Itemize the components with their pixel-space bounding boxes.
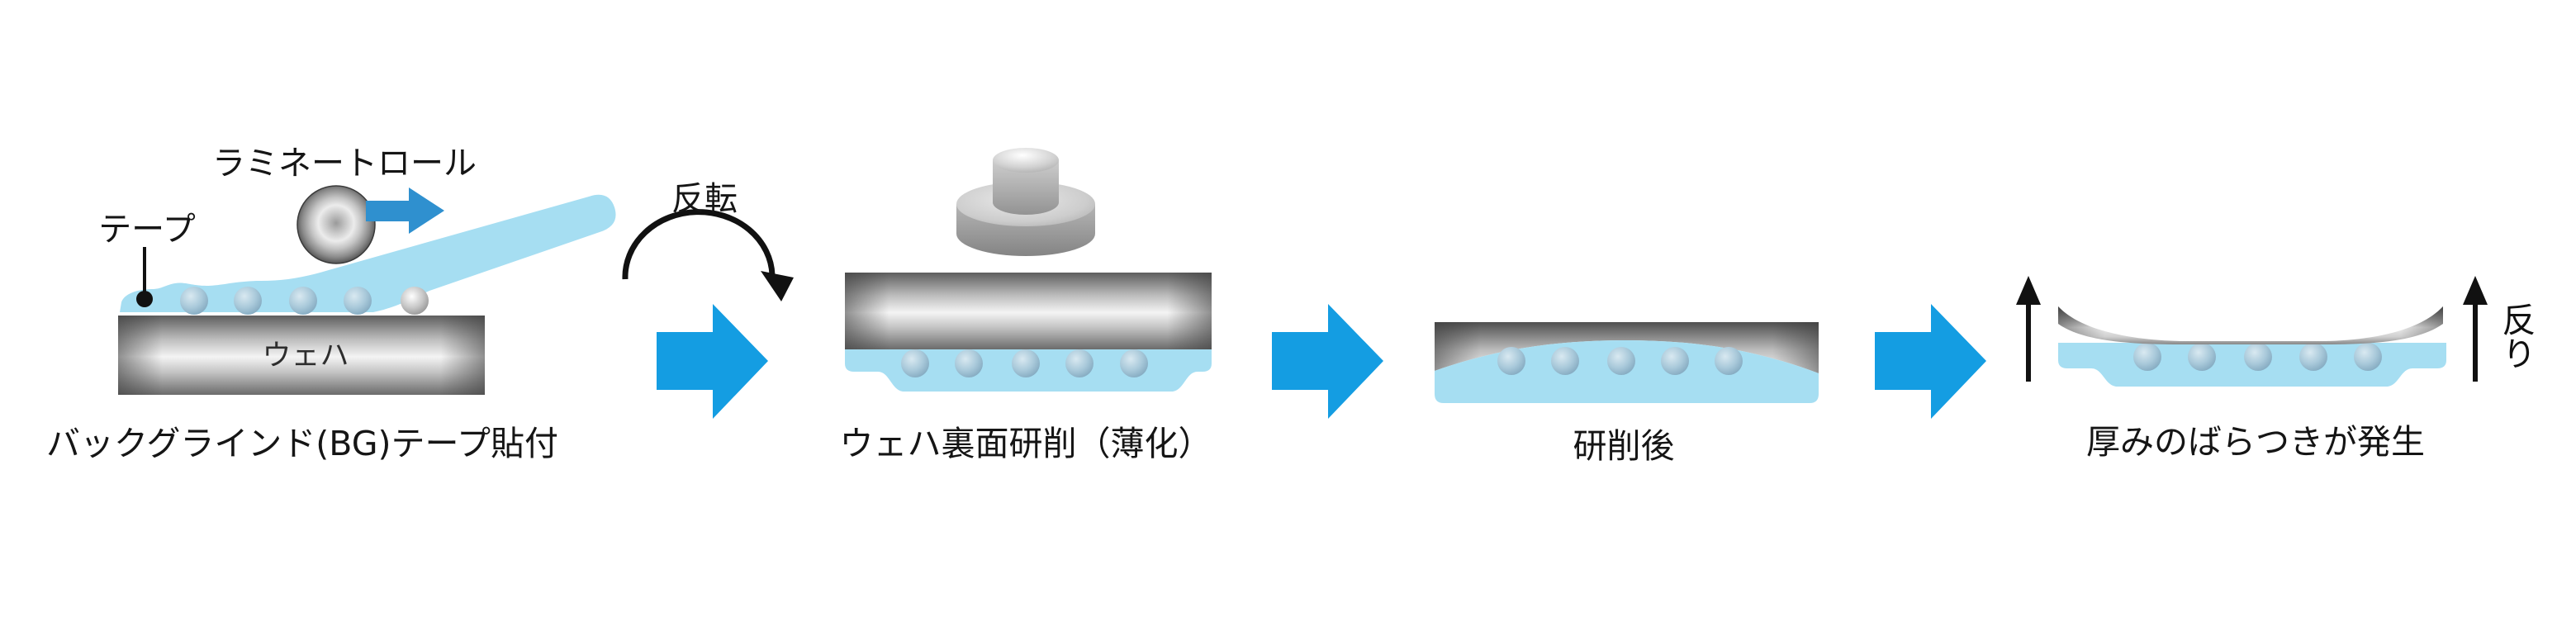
- process-arrow-icon: [1875, 304, 1986, 419]
- wafer-label: ウェハ: [262, 339, 349, 373]
- bump: [1551, 347, 1579, 375]
- bump: [1497, 347, 1525, 375]
- warp-arrow-left-head-icon: [2016, 276, 2041, 305]
- wafer-block: [118, 316, 485, 395]
- step-4-caption: 厚みのばらつきが発生: [2086, 422, 2425, 462]
- roller-direction-arrow-icon: [366, 187, 444, 234]
- step-1-tape-lamination: ラミネートロール テープ ウェハ バックグラインド(BG)テープ貼付: [46, 145, 616, 463]
- grinding-wheel: [956, 148, 1095, 256]
- laminate-roller: [297, 185, 376, 264]
- process-arrows: [657, 304, 1986, 419]
- bump: [1715, 347, 1743, 375]
- bump: [344, 287, 372, 315]
- wheel-shaft-top: [993, 148, 1059, 173]
- warp-label: 反り: [2496, 302, 2536, 370]
- step-2-caption: ウェハ裏面研削（薄化）: [840, 424, 1212, 463]
- bump-uncovered: [401, 287, 429, 315]
- bump: [1120, 349, 1148, 377]
- warp-arrow-right-head-icon: [2463, 276, 2488, 305]
- bump: [2299, 343, 2327, 371]
- step-4-thickness-variation: 反り 厚みのばらつきが発生: [2016, 276, 2536, 462]
- solder-bumps: [2133, 343, 2382, 371]
- bump: [955, 349, 983, 377]
- bump: [1065, 349, 1093, 377]
- bump: [1607, 347, 1635, 375]
- process-arrow-icon: [657, 304, 768, 419]
- step-3-caption: 研削後: [1573, 426, 1675, 466]
- solder-bumps: [180, 287, 429, 315]
- solder-bumps: [901, 349, 1148, 377]
- bump: [180, 287, 208, 315]
- step-3-after-grinding: 研削後: [1435, 322, 1819, 466]
- step-2-backside-grinding: ウェハ裏面研削（薄化）: [840, 148, 1212, 463]
- wheel-shaft-side: [993, 160, 1059, 215]
- solder-bumps: [1497, 347, 1743, 375]
- bump: [234, 287, 262, 315]
- tape-leader-dot: [136, 291, 153, 307]
- bump: [901, 349, 929, 377]
- bump: [2188, 343, 2216, 371]
- laminate-roll-label: ラミネートロール: [212, 145, 477, 183]
- bump: [1012, 349, 1040, 377]
- tape-label: テープ: [98, 211, 196, 249]
- bump: [2244, 343, 2272, 371]
- flip-annotation: 反転: [622, 180, 794, 301]
- flip-label: 反転: [671, 180, 738, 218]
- bump: [1661, 347, 1689, 375]
- bump: [2354, 343, 2382, 371]
- step-1-caption: バックグラインド(BG)テープ貼付: [46, 424, 558, 463]
- bg-tape: [120, 194, 616, 312]
- flip-arc-icon: [622, 209, 776, 280]
- bump: [289, 287, 317, 315]
- process-arrow-icon: [1272, 304, 1383, 419]
- warp-arrows: [2016, 276, 2488, 382]
- wafer-edge-shading: [118, 316, 485, 395]
- flip-arrowhead-icon: [761, 271, 794, 301]
- bump: [2133, 343, 2161, 371]
- wafer-edge-shading: [845, 273, 1212, 349]
